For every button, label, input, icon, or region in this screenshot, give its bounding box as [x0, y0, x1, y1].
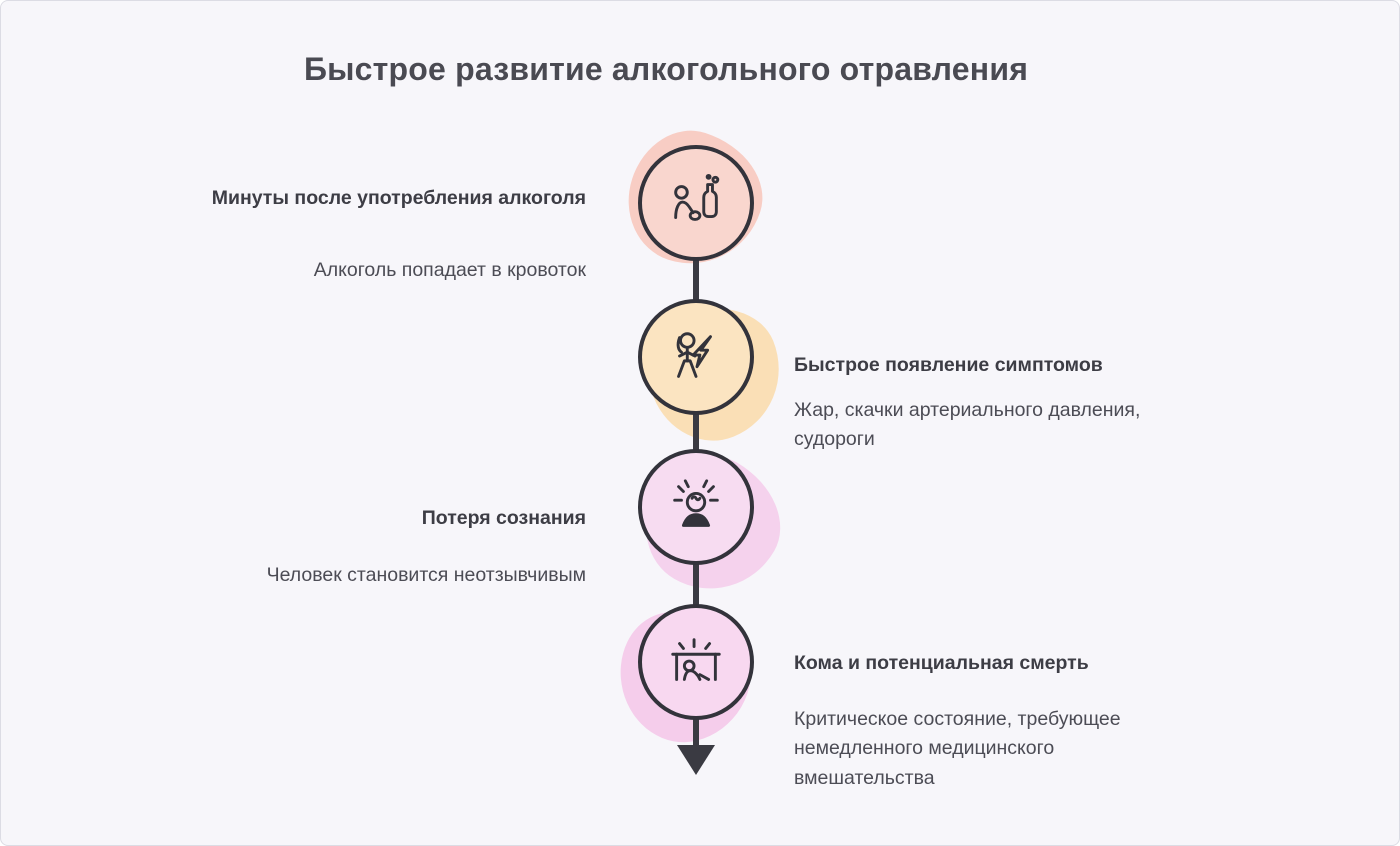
step1-circle	[638, 145, 754, 261]
step4-description: Критическое состояние, требующее немедле…	[794, 708, 1121, 789]
step2-title: Быстрое появление симптомов	[794, 354, 1103, 376]
step3-title: Потеря сознания	[421, 507, 586, 529]
step4-circle	[638, 604, 754, 720]
step3-circle	[638, 449, 754, 565]
step1-description: Алкоголь попадает в кровоток	[313, 259, 586, 281]
step4-title: Кома и потенциальная смерть	[794, 652, 1089, 674]
step2-description: Жар, скачки артериального давления, судо…	[794, 399, 1141, 451]
timeline-arrow-down-icon	[675, 743, 717, 782]
step2-circle	[638, 299, 754, 415]
person-lightning-symptoms-icon	[665, 326, 727, 388]
person-drinking-bottle-icon	[665, 172, 727, 234]
person-collapsed-under-table-icon	[665, 631, 727, 693]
step3-description: Человек становится неотзывчивым	[266, 564, 586, 586]
page-title: Быстрое развитие алкогольного отравления	[303, 51, 1029, 87]
unconscious-dizzy-person-icon	[665, 476, 727, 538]
step1-title: Минуты после употребления алкоголя	[211, 187, 586, 209]
